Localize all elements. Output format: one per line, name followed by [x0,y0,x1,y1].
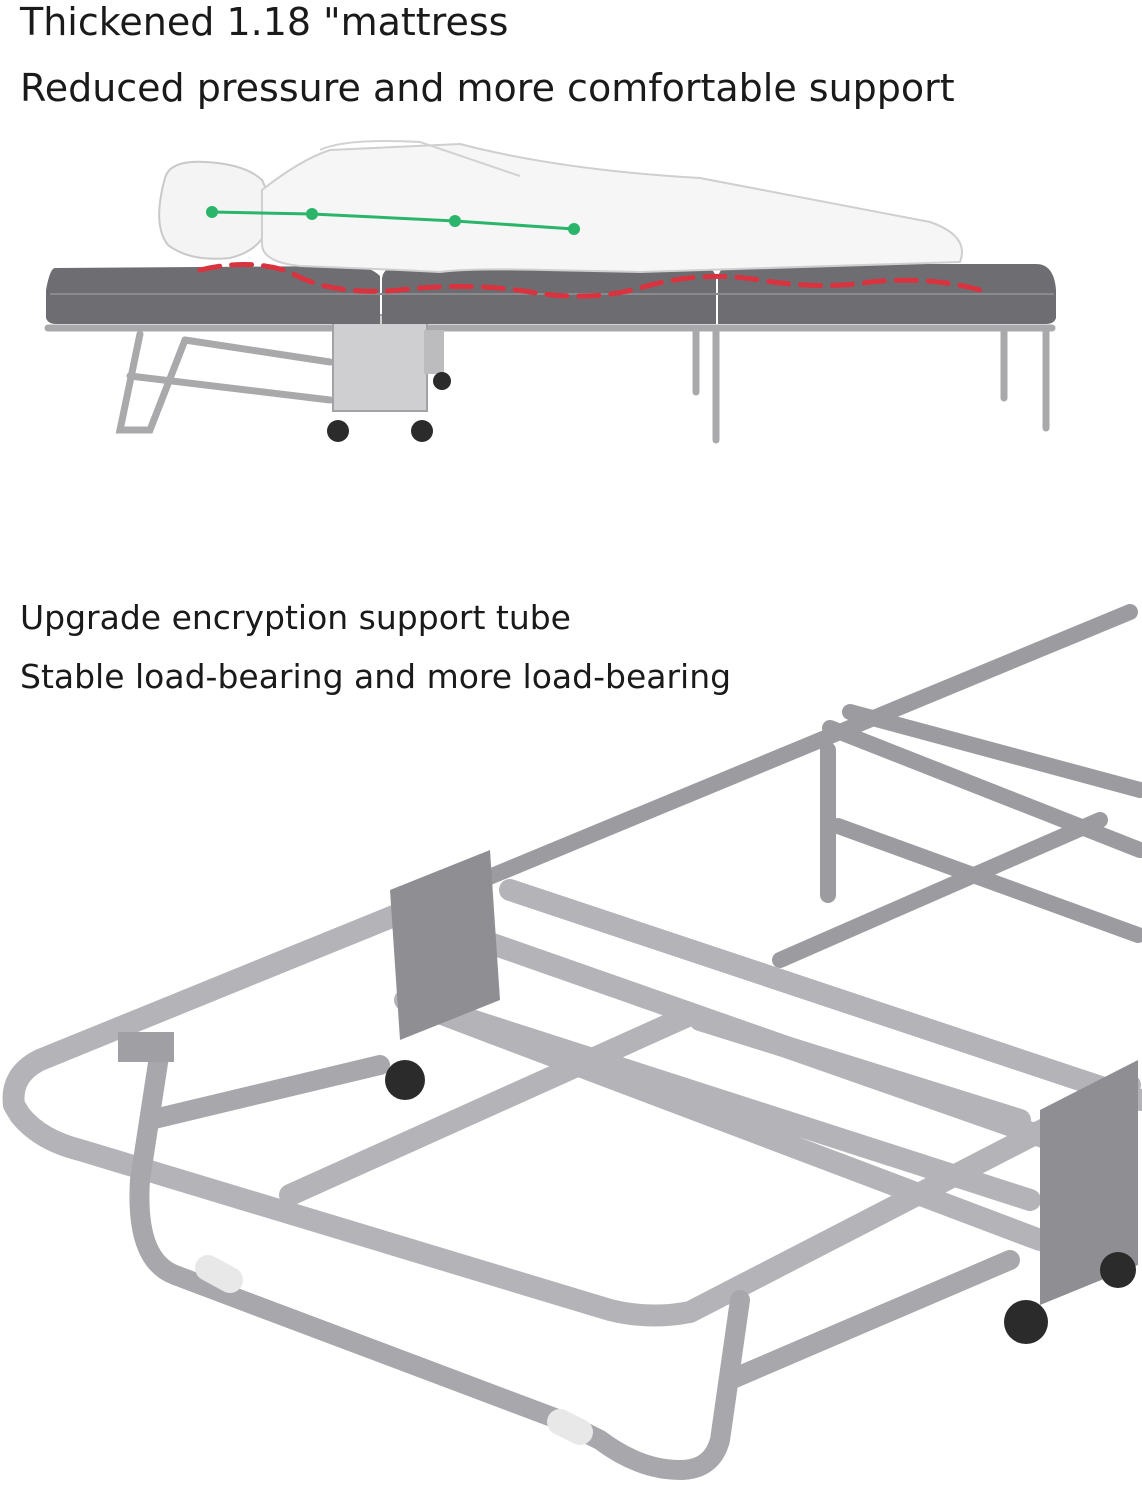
wheel [433,372,451,390]
wheel [327,420,349,442]
frame-heading: Upgrade encryption support tube [20,598,571,637]
spine-alignment-line [206,206,580,235]
sleeping-body-outline [158,140,963,274]
mounting-bracket [390,850,500,1040]
steel-tube-frame [2,604,1142,1480]
mattress-cushion [46,264,1056,324]
caster-wheel [385,1060,425,1100]
mattress-subheading: Reduced pressure and more comfortable su… [20,66,955,110]
side-panel [1040,1060,1138,1305]
caster-wheel [1100,1252,1136,1288]
frame-subheading: Stable load-bearing and more load-bearin… [20,657,732,696]
wheel [411,420,433,442]
hinge-block [118,1032,174,1062]
bed-frame [44,324,1056,444]
pressure-distribution-line [197,262,983,299]
mattress-heading: Thickened 1.18 "mattress [20,0,509,44]
folding-bed-with-body-outline-illustration [44,140,1056,444]
steel-support-frame-illustration [2,604,1142,1480]
caster-wheel [1004,1300,1048,1344]
wheel-box [332,314,428,412]
